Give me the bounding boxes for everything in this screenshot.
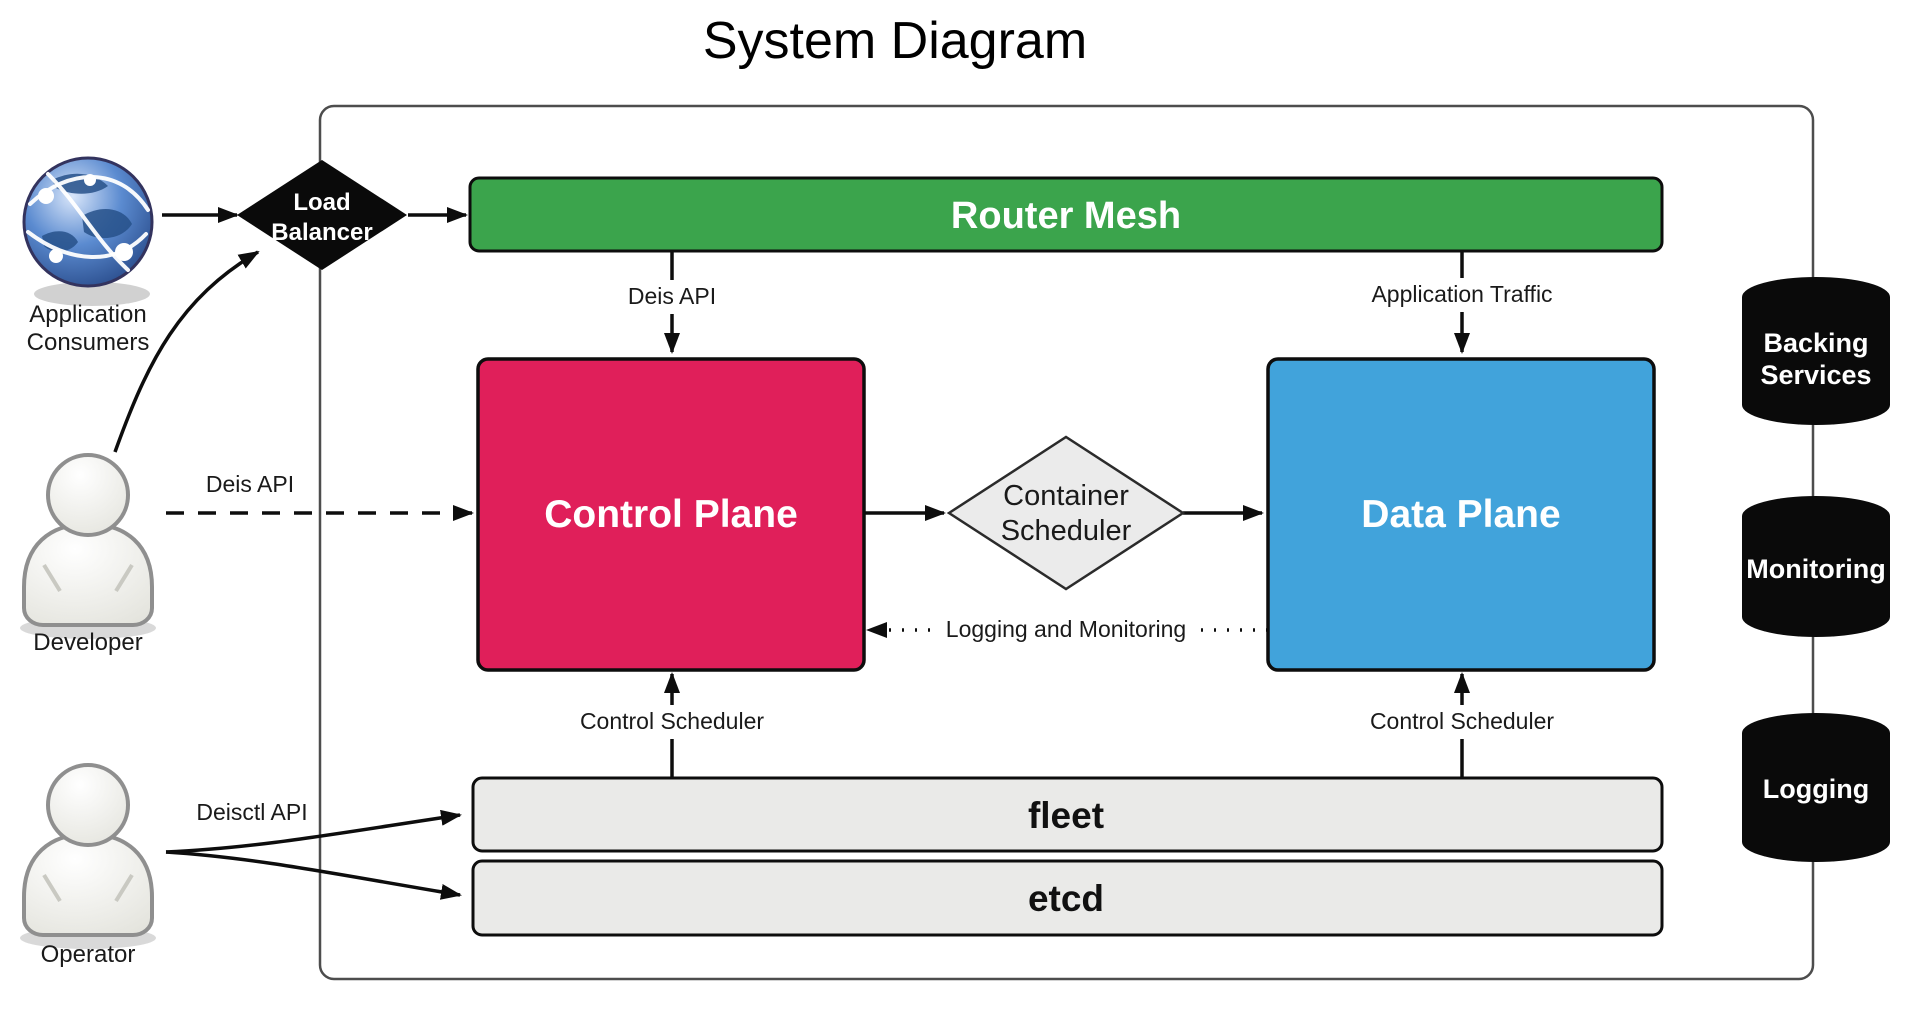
data-plane-box — [1266, 357, 1656, 672]
node-logging: Logging — [1742, 713, 1890, 862]
control-plane-label: Control Plane — [544, 493, 798, 536]
diagram-title: System Diagram — [703, 12, 1087, 70]
deis-api-left-label: Deis API — [206, 471, 294, 497]
label-mask — [576, 705, 768, 739]
operator-label: Operator — [41, 941, 136, 968]
node-container-scheduler: Container Scheduler — [946, 435, 1186, 591]
label-mask — [938, 613, 1194, 645]
logging-monitoring-label: Logging and Monitoring — [946, 616, 1186, 642]
application-consumers-label-2: Consumers — [27, 329, 150, 356]
label-mask — [608, 280, 736, 314]
node-backing-services: Backing Services — [1742, 277, 1890, 425]
arrow-operator-to-etcd — [165, 850, 462, 900]
monitoring-cylinder — [1742, 496, 1890, 637]
container-scheduler-label-2: Scheduler — [1001, 515, 1132, 547]
router-mesh-label: Router Mesh — [951, 195, 1181, 237]
node-fleet: fleet — [471, 776, 1664, 853]
backing-services-cylinder — [1742, 277, 1890, 425]
label-mask — [1364, 278, 1560, 312]
application-consumers-label-1: Application — [29, 301, 146, 328]
router-mesh-box — [468, 176, 1664, 253]
etcd-box — [471, 859, 1664, 937]
application-traffic-label: Application Traffic — [1371, 281, 1552, 307]
globe-icon — [22, 156, 154, 306]
label-mask — [1366, 705, 1558, 739]
node-monitoring: Monitoring — [1742, 496, 1890, 637]
etcd-label: etcd — [1028, 878, 1104, 919]
load-balancer-label-2: Balancer — [271, 219, 372, 246]
arrow-operator-to-fleet — [165, 809, 462, 854]
edge-label-deis-api-top: Deis API — [608, 280, 736, 314]
logging-label: Logging — [1763, 774, 1869, 804]
container-scheduler-label-1: Container — [1003, 480, 1129, 512]
data-plane-label: Data Plane — [1361, 493, 1560, 536]
node-data-plane: Data Plane — [1266, 357, 1656, 672]
edge-label-control-scheduler-right: Control Scheduler — [1366, 705, 1558, 739]
load-balancer-diamond — [237, 160, 407, 270]
fleet-label: fleet — [1028, 795, 1104, 836]
edge-label-logging-monitoring: Logging and Monitoring — [938, 613, 1194, 645]
control-scheduler-right-label: Control Scheduler — [1370, 708, 1554, 734]
edge-label-application-traffic: Application Traffic — [1364, 278, 1560, 312]
node-etcd: etcd — [471, 859, 1664, 937]
developer-label: Developer — [33, 629, 142, 656]
node-load-balancer: Load Balancer — [237, 160, 407, 270]
deis-api-top-label: Deis API — [628, 283, 716, 309]
node-control-plane: Control Plane — [476, 357, 866, 672]
load-balancer-label-1: Load — [293, 189, 350, 216]
monitoring-label: Monitoring — [1746, 554, 1885, 584]
control-plane-box — [476, 357, 866, 672]
backing-services-label-1: Backing — [1763, 328, 1868, 358]
control-scheduler-left-label: Control Scheduler — [580, 708, 764, 734]
logging-cylinder — [1742, 713, 1890, 862]
container-scheduler-diamond — [946, 435, 1186, 591]
edge-label-control-scheduler-left: Control Scheduler — [576, 705, 768, 739]
backing-services-label-2: Services — [1760, 360, 1871, 390]
fleet-box — [471, 776, 1664, 853]
deisctl-api-label: Deisctl API — [196, 799, 307, 825]
operator-icon — [18, 763, 158, 951]
developer-icon — [18, 453, 158, 641]
node-router-mesh: Router Mesh — [468, 176, 1664, 253]
arrow-developer-to-loadbalancer — [113, 250, 260, 453]
